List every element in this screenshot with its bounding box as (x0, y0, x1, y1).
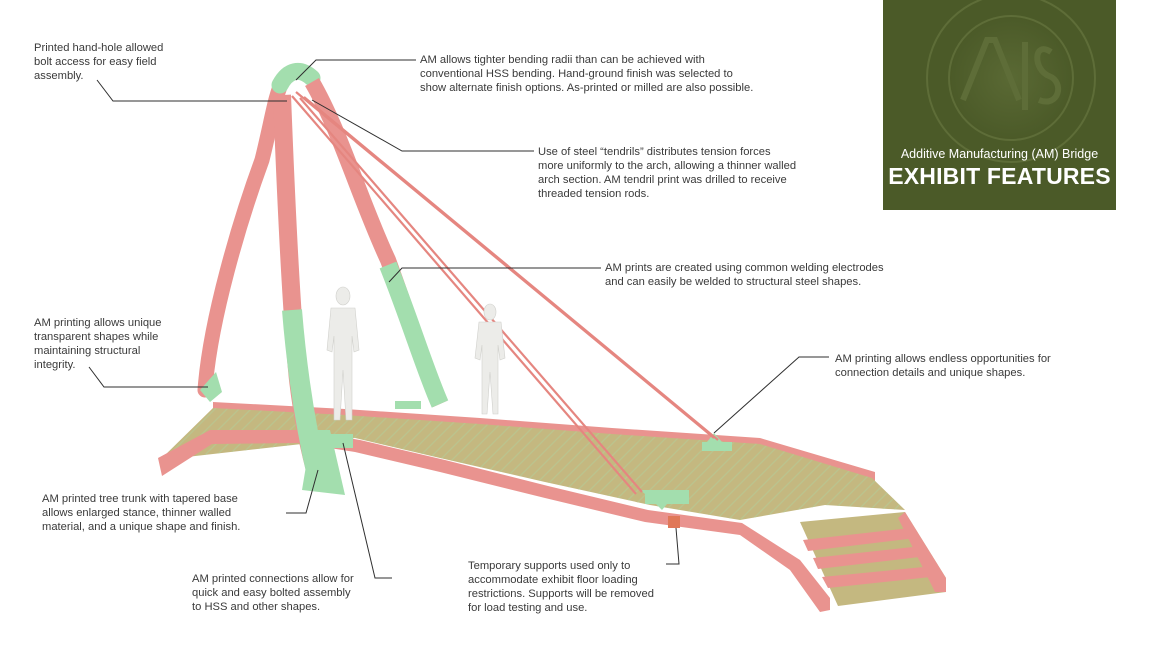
callout-line: material, and a unique shape and finish. (42, 521, 241, 533)
callout-hand-hole: Printed hand-hole allowed bolt access fo… (34, 41, 163, 83)
callout-line: and can easily be welded to structural s… (605, 276, 862, 288)
bridge-deck (158, 401, 946, 612)
badge-subtitle: Additive Manufacturing (AM) Bridge (900, 147, 1099, 161)
callout-line: AM printing allows endless opportunities… (835, 353, 1051, 365)
callout-bolted-connections: AM printed connections allow for quick a… (192, 572, 354, 614)
callout-line: Printed hand-hole allowed (34, 42, 164, 54)
arch (197, 62, 449, 495)
callout-line: allows enlarged stance, thinner walled (42, 507, 232, 519)
callout-line: integrity. (34, 359, 76, 371)
callout-line: more uniformly to the arch, allowing a t… (538, 160, 797, 172)
callout-line: restrictions. Supports will be removed (468, 588, 654, 600)
callout-line: for load testing and use. (468, 602, 588, 614)
exhibit-features-badge: Additive Manufacturing (AM) Bridge EXHIB… (883, 0, 1116, 210)
callout-connection-details: AM printing allows endless opportunities… (835, 352, 1051, 380)
callout-line: to HSS and other shapes. (192, 601, 321, 613)
callout-line: Use of steel “tendrils” distributes tens… (538, 146, 771, 158)
callout-line: assembly. (34, 70, 84, 82)
callout-line: threaded tension rods. (538, 188, 650, 200)
callout-tree-trunk: AM printed tree trunk with tapered base … (42, 492, 240, 534)
callout-line: connection details and unique shapes. (835, 367, 1026, 379)
callout-line: AM allows tighter bending radii than can… (420, 54, 705, 66)
callout-line: AM prints are created using common weldi… (605, 262, 884, 274)
leader-lines (88, 59, 829, 579)
callout-line: show alternate finish options. As-printe… (420, 82, 754, 94)
callout-bending-radii: AM allows tighter bending radii than can… (420, 53, 753, 95)
aisc-seal-icon (926, 0, 1096, 163)
callout-temporary-supports: Temporary supports used only to accommod… (468, 559, 654, 615)
callout-tendrils: Use of steel “tendrils” distributes tens… (538, 145, 796, 201)
callout-line: maintaining structural (34, 345, 141, 357)
callout-line: quick and easy bolted assembly (192, 587, 351, 599)
human-figure-right (474, 303, 506, 415)
callout-line: conventional HSS bending. Hand-ground fi… (420, 68, 733, 80)
human-figure-left (326, 286, 360, 421)
callout-line: AM printing allows unique (34, 317, 162, 329)
callout-line: transparent shapes while (34, 331, 159, 343)
callout-line: arch section. AM tendril print was drill… (538, 174, 787, 186)
callout-transparent-shapes: AM printing allows unique transparent sh… (34, 316, 161, 372)
callout-welding: AM prints are created using common weldi… (605, 261, 884, 289)
badge-title: EXHIBIT FEATURES (888, 163, 1111, 189)
callout-line: Temporary supports used only to (468, 560, 631, 572)
callout-line: accommodate exhibit floor loading (468, 574, 638, 586)
callout-line: AM printed connections allow for (192, 573, 354, 585)
callout-line: AM printed tree trunk with tapered base (42, 493, 238, 505)
callout-line: bolt access for easy field (34, 56, 157, 68)
